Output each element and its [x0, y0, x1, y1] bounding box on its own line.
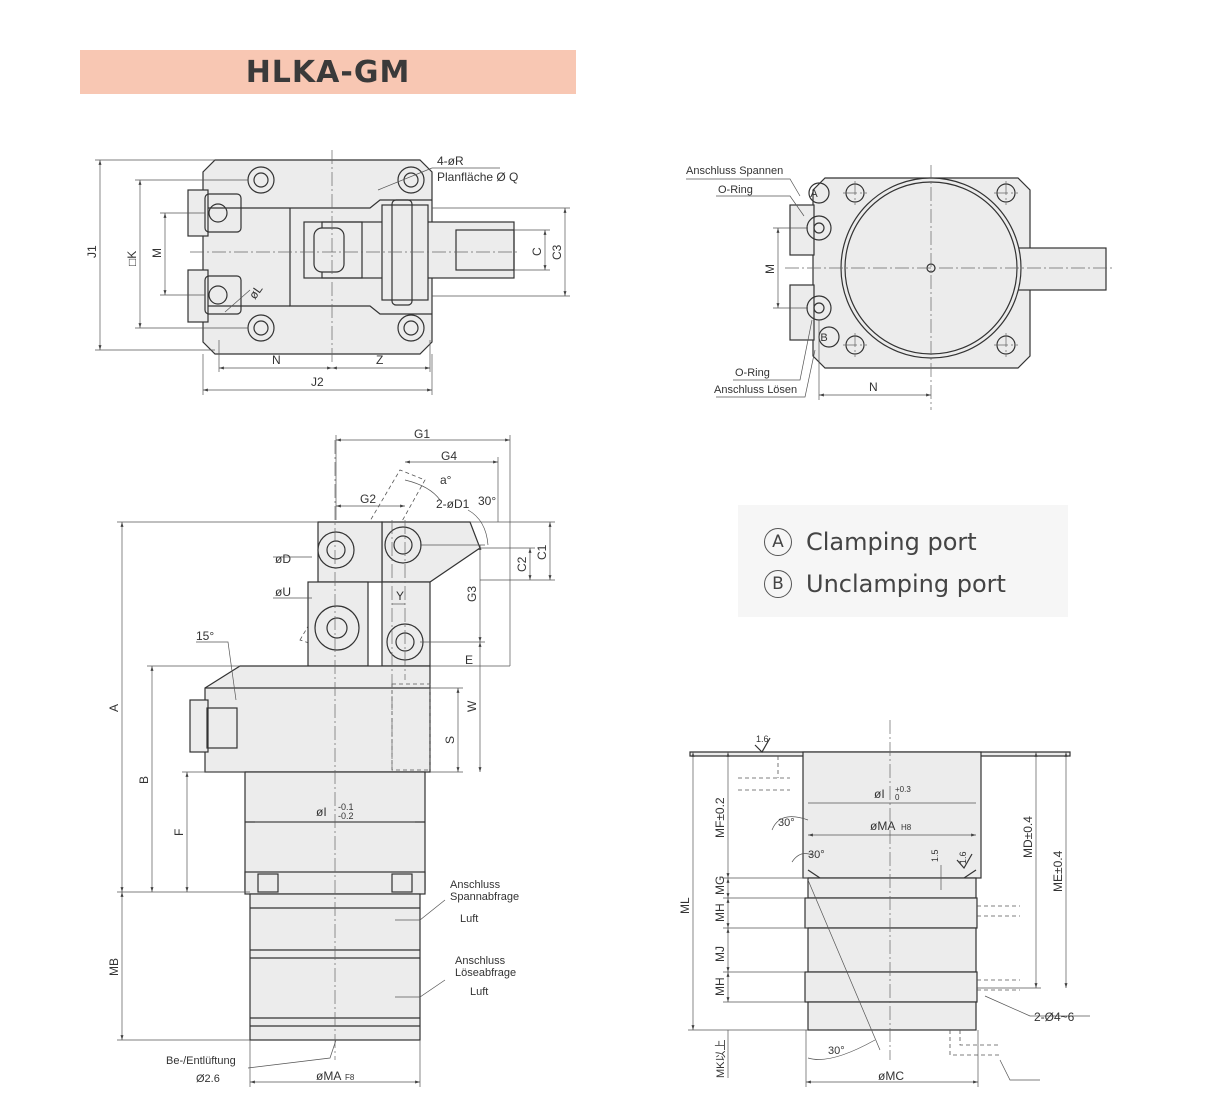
top-holes-label: 4-øR: [437, 154, 464, 168]
dim-g4: G4: [441, 449, 457, 463]
dim-mb: MB: [107, 958, 121, 976]
dim-i-tol-lower: -0.2: [338, 811, 354, 821]
dim-n-top: N: [272, 353, 281, 367]
dim-mh-2: MH: [713, 977, 727, 996]
top-face-label: Planfläche Ø Q: [437, 170, 518, 184]
label-o-ring-top: O-Ring: [718, 184, 753, 196]
dim-ma-fit-side: F8: [345, 1073, 355, 1082]
dim-30deg-c: 30°: [828, 1045, 845, 1057]
legend-item-clamping: A Clamping port: [764, 527, 977, 556]
dim-mh-1: MH: [713, 903, 727, 922]
label-anschluss-spannen: Anschluss Spannen: [686, 165, 783, 177]
dim-c1: C1: [535, 544, 549, 560]
dim-mg: MG: [713, 876, 727, 895]
dim-i-side: øI: [316, 805, 327, 819]
dim-mf: MF±0.2: [713, 797, 727, 838]
dim-u: øU: [275, 585, 291, 599]
dim-c: C: [530, 247, 544, 256]
dim-a: A: [107, 704, 121, 712]
label-luft-2: Luft: [470, 986, 488, 998]
dim-i-tol-upper: -0.1: [338, 802, 354, 812]
bore-view: 1.6 MF±0.2 ML MK以上 MG MH MJ MH øI +0.3 0…: [678, 720, 1090, 1087]
label-anschluss-loesen: Anschluss Lösen: [714, 384, 797, 396]
dim-chamfer: 1.5: [930, 849, 940, 862]
dim-e: E: [465, 653, 473, 667]
dim-ma-fit-bore: H8: [901, 823, 912, 832]
dim-k: □K: [125, 251, 139, 266]
dim-g1: G1: [414, 427, 430, 441]
dim-n-port: N: [869, 380, 878, 394]
dim-z: Z: [376, 353, 383, 367]
dim-ml: ML: [678, 897, 692, 914]
dim-g2: G2: [360, 492, 376, 506]
title-bar: HLKA-GM: [80, 50, 576, 94]
label-vent-1: Be-/Entlüftung: [166, 1055, 236, 1067]
dim-w: W: [465, 700, 479, 712]
label-luft-1: Luft: [460, 913, 478, 925]
dim-bore-holes: 2-Ø4~6: [1034, 1010, 1075, 1024]
dim-30deg-a: 30°: [778, 817, 795, 829]
dim-md: MD±0.4: [1021, 816, 1035, 858]
dim-d: øD: [275, 552, 291, 566]
dim-c2: C2: [515, 556, 529, 572]
dim-ma-bore: øMA: [870, 819, 895, 833]
dim-ma-side: øMA: [316, 1069, 341, 1083]
legend-label-unclamping: Unclamping port: [806, 570, 1006, 598]
dim-b: B: [137, 776, 151, 784]
legend-label-clamping: Clamping port: [806, 528, 977, 556]
side-view: G1 G4 a° G2 2-øD1 30° øD øU C1 C2 G3 Y E…: [107, 427, 555, 1087]
dim-f: F: [172, 829, 186, 836]
label-vent-2: Ø2.6: [196, 1073, 220, 1085]
dim-j1: J1: [85, 245, 99, 258]
legend-symbol-a: A: [764, 528, 792, 556]
dim-y: Y: [396, 589, 404, 603]
dim-m-port: M: [763, 264, 777, 274]
dim-s: S: [443, 736, 457, 744]
port-a-symbol: A: [810, 188, 818, 200]
label-spann-2: Spannabfrage: [450, 891, 519, 903]
dim-15deg: 15°: [196, 629, 214, 643]
dim-m-top: M: [150, 248, 164, 258]
dim-mj: MJ: [713, 946, 727, 962]
label-loese-1: Anschluss: [455, 955, 506, 967]
legend: A Clamping port B Unclamping port: [738, 505, 1068, 617]
label-loese-2: Löseabfrage: [455, 967, 516, 979]
label-spann-1: Anschluss: [450, 879, 501, 891]
dim-30deg-side: 30°: [478, 494, 496, 508]
dim-30deg-b: 30°: [808, 849, 825, 861]
dim-i-bore-tol-upper: +0.3: [895, 785, 911, 794]
surface-finish-top: 1.6: [756, 734, 769, 744]
legend-item-unclamping: B Unclamping port: [764, 569, 1006, 598]
dim-j2: J2: [311, 375, 324, 389]
surface-finish-bore: 1.6: [958, 851, 968, 864]
dim-mc: øMC: [878, 1069, 904, 1083]
dim-a-deg: a°: [440, 473, 452, 487]
port-b-symbol: B: [820, 332, 827, 344]
dim-i-bore-tol-lower: 0: [895, 793, 900, 802]
top-view: 4-øR Planfläche Ø Q J1 □K M øL C C3 N Z …: [85, 150, 570, 395]
dim-mk: MK以上: [714, 1040, 727, 1079]
dim-i-bore: øI: [874, 787, 885, 801]
dim-me: ME±0.4: [1051, 850, 1065, 892]
dim-g3: G3: [465, 586, 479, 602]
page-title: HLKA-GM: [245, 55, 411, 90]
dim-c3: C3: [550, 244, 564, 260]
label-o-ring-bottom: O-Ring: [735, 367, 770, 379]
port-view: A B Anschluss Spannen O-Ring M O-Ring An…: [686, 165, 1115, 410]
dim-d1: 2-øD1: [436, 497, 470, 511]
legend-symbol-b: B: [764, 570, 792, 598]
